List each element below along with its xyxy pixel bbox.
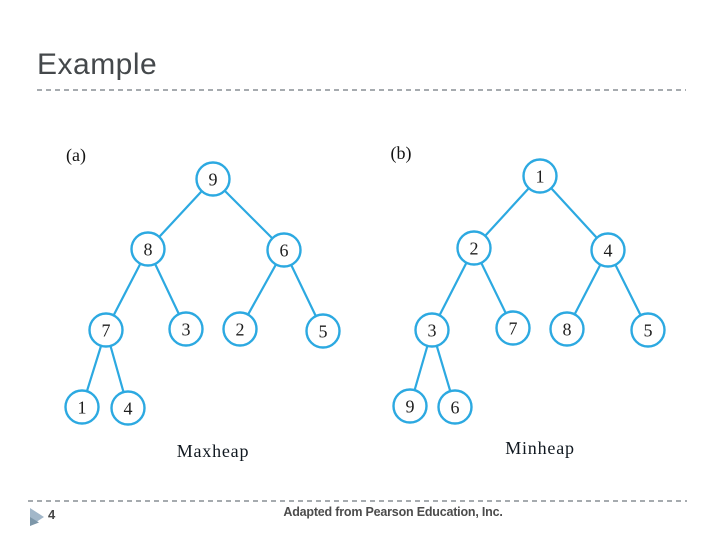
tree-node-value: 7 [102,320,111,340]
tree-node-circle [630,312,666,348]
tree-node-value: 8 [563,319,572,339]
tree-node-value: 5 [644,320,653,340]
tree-caption: Minheap [505,438,575,458]
subfigure-label: (a) [66,145,86,166]
tree-node-value: 2 [236,319,245,339]
tree-node-value: 5 [319,321,328,341]
tree-node-circle [522,158,558,194]
tree-node-circle [392,388,428,424]
maxheap-tree: 9 8 6 7 3 2 5 1 4 [64,161,341,426]
page-number: 4 [48,507,56,522]
tree-node-circle [222,311,258,347]
tree-node-value: 1 [536,166,545,186]
tree-node-value: 6 [280,240,289,260]
subfigure-label: (b) [391,143,412,164]
tree-node-circle [64,389,100,425]
tree-node-value: 9 [406,396,415,416]
footer-divider [28,500,687,502]
tree-node-circle [130,231,166,267]
tree-node-value: 1 [78,397,87,417]
tree-node-value: 3 [428,320,437,340]
tree-node-circle [495,310,531,346]
tree-node-circle [590,232,626,268]
tree-node-circle [88,312,124,348]
tree-node-circle [456,230,492,266]
tree-node-circle [195,161,231,197]
tree-node-circle [266,232,302,268]
tree-node-circle [414,312,450,348]
tree-node-value: 6 [451,397,460,417]
slide-bullet-icon [30,508,44,526]
title-divider [37,89,686,91]
tree-node-circle [437,389,473,425]
tree-node-value: 3 [182,319,191,339]
page-title: Example [37,48,158,81]
tree-node-value: 4 [604,240,613,260]
tree-node-circle [168,311,204,347]
tree-caption: Maxheap [177,441,250,461]
tree-node-value: 7 [509,318,518,338]
tree-node-value: 4 [124,398,133,418]
minheap-tree: 1 2 4 3 7 8 5 9 6 [392,158,666,425]
tree-node-circle [305,313,341,349]
footer-credit: Adapted from Pearson Education, Inc. [283,505,503,519]
tree-node-circle [549,311,585,347]
tree-node-circle [110,390,146,426]
tree-node-value: 9 [209,169,218,189]
tree-node-value: 8 [144,239,153,259]
tree-node-value: 2 [470,238,479,258]
